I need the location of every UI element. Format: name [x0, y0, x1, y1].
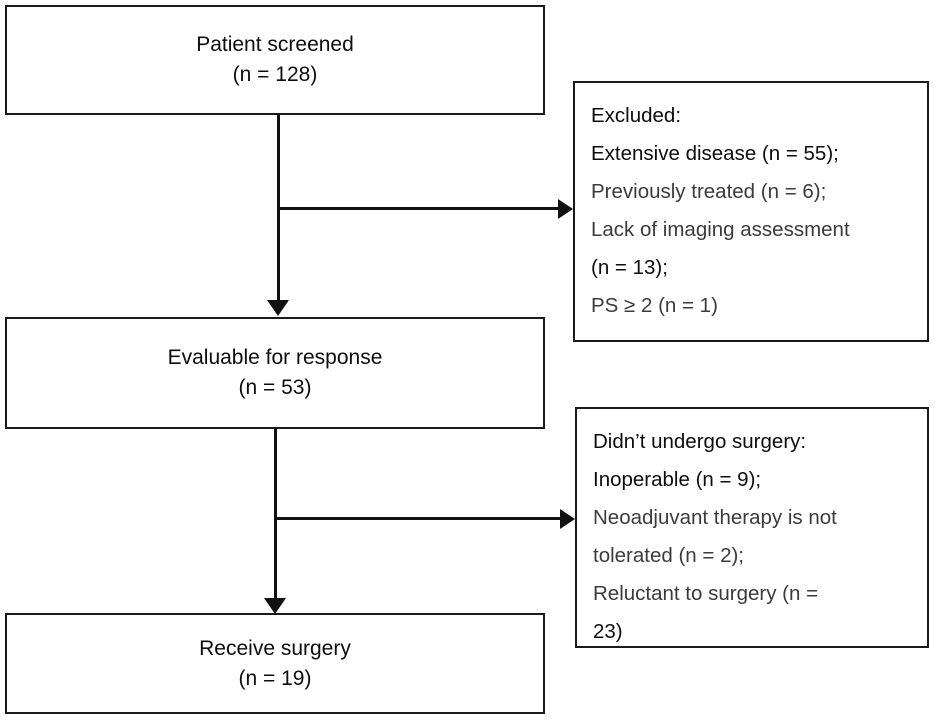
no-surgery-item-inoperable: Inoperable (n = 9);	[593, 468, 762, 491]
box-patient-screened-label: Patient screened	[196, 33, 354, 56]
no-surgery-item-tolerated-count: tolerated (n = 2);	[593, 544, 744, 567]
box-evaluable-for-response: Evaluable for response (n = 53)	[5, 317, 545, 429]
arrowhead-right-to-excluded-icon	[558, 199, 573, 219]
no-surgery-item-neoadjuvant: Neoadjuvant therapy is not	[593, 506, 837, 529]
box-receive-surgery-count: (n = 19)	[238, 666, 312, 690]
connector-screened-to-excluded	[277, 207, 560, 210]
box-receive-surgery-label: Receive surgery	[199, 636, 351, 660]
no-surgery-heading: Didn’t undergo surgery:	[593, 430, 807, 453]
box-patient-screened-count: (n = 128)	[232, 63, 318, 86]
box-evaluable-count: (n = 53)	[238, 376, 312, 399]
excluded-item-lack-imaging: Lack of imaging assessment	[591, 218, 850, 241]
box-receive-surgery: Receive surgery (n = 19)	[5, 613, 545, 714]
arrowhead-right-to-no-surgery-icon	[560, 509, 575, 529]
arrowhead-down-to-surgery-icon	[264, 598, 286, 614]
no-surgery-item-reluctant-count: 23)	[593, 620, 623, 643]
box-did-not-undergo-surgery: Didn’t undergo surgery: Inoperable (n = …	[575, 407, 929, 648]
excluded-heading: Excluded:	[591, 104, 682, 127]
box-evaluable-label: Evaluable for response	[167, 346, 383, 369]
connector-evaluable-to-surgery	[274, 429, 277, 600]
arrowhead-down-to-evaluable-icon	[267, 300, 289, 316]
connector-evaluable-to-no-surgery	[274, 517, 562, 520]
excluded-item-lack-imaging-count: (n = 13);	[591, 256, 668, 279]
excluded-item-previously-treated: Previously treated (n = 6);	[591, 180, 827, 203]
excluded-item-performance-status: PS ≥ 2 (n = 1)	[591, 294, 718, 317]
no-surgery-item-reluctant: Reluctant to surgery (n =	[593, 582, 819, 605]
excluded-item-extensive-disease: Extensive disease (n = 55);	[591, 142, 839, 165]
box-patient-screened: Patient screened (n = 128)	[5, 5, 545, 115]
box-excluded: Excluded: Extensive disease (n = 55); Pr…	[573, 81, 929, 342]
